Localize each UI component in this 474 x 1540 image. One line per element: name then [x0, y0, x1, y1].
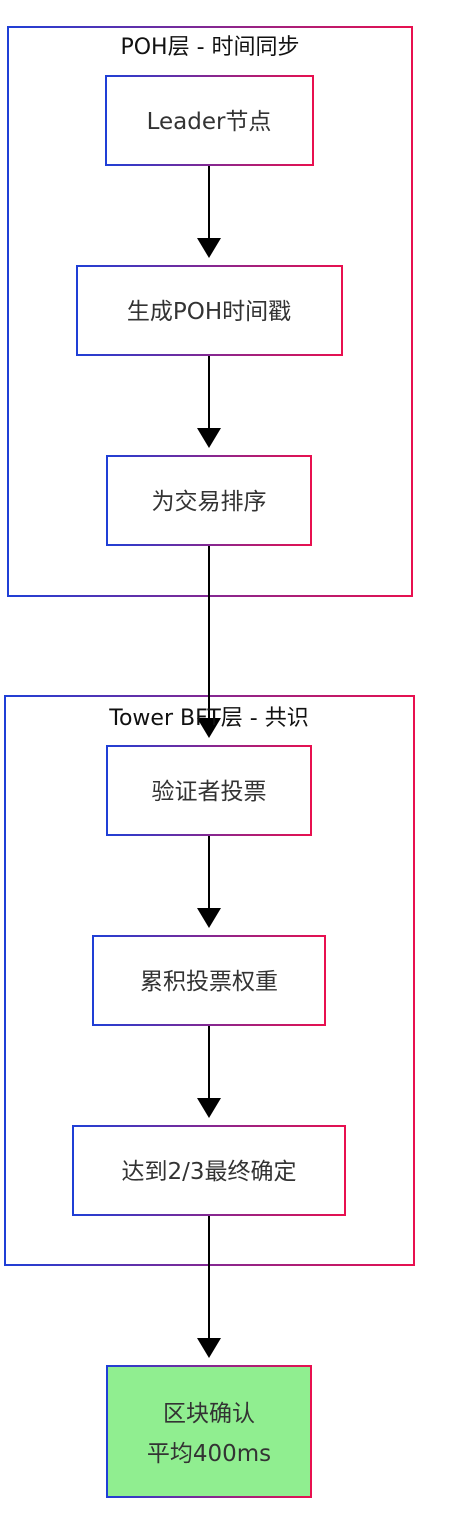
node-poh-timestamp: 生成POH时间戳 — [76, 265, 343, 356]
node-poh-timestamp-label: 生成POH时间戳 — [127, 299, 291, 325]
edge-timestamp-to-order — [197, 355, 221, 448]
group-tower-title: Tower BFT层 - 共识 — [108, 706, 308, 731]
edge-leader-to-timestamp — [197, 165, 221, 258]
node-order-tx-label: 为交易排序 — [152, 489, 267, 515]
node-reach-two-thirds-label: 达到2/3最终确定 — [121, 1159, 296, 1185]
node-validator-vote: 验证者投票 — [106, 745, 312, 836]
node-order-tx: 为交易排序 — [106, 455, 312, 546]
node-validator-vote-label: 验证者投票 — [152, 779, 267, 805]
edge-weight-to-final — [197, 1025, 221, 1118]
node-accumulate-weight: 累积投票权重 — [92, 935, 326, 1026]
node-block-confirm-line2: 平均400ms — [147, 1441, 271, 1467]
edge-final-to-confirm — [197, 1215, 221, 1358]
edge-vote-to-weight — [197, 835, 221, 928]
node-block-confirm: 区块确认 平均400ms — [106, 1365, 312, 1498]
node-block-confirm-line1: 区块确认 — [163, 1401, 255, 1427]
node-leader-label: Leader节点 — [147, 109, 272, 135]
node-leader: Leader节点 — [105, 75, 314, 166]
group-poh-title: POH层 - 时间同步 — [120, 35, 299, 60]
node-reach-two-thirds: 达到2/3最终确定 — [72, 1125, 346, 1216]
node-accumulate-weight-label: 累积投票权重 — [140, 969, 278, 995]
edge-order-to-vote — [197, 545, 221, 738]
